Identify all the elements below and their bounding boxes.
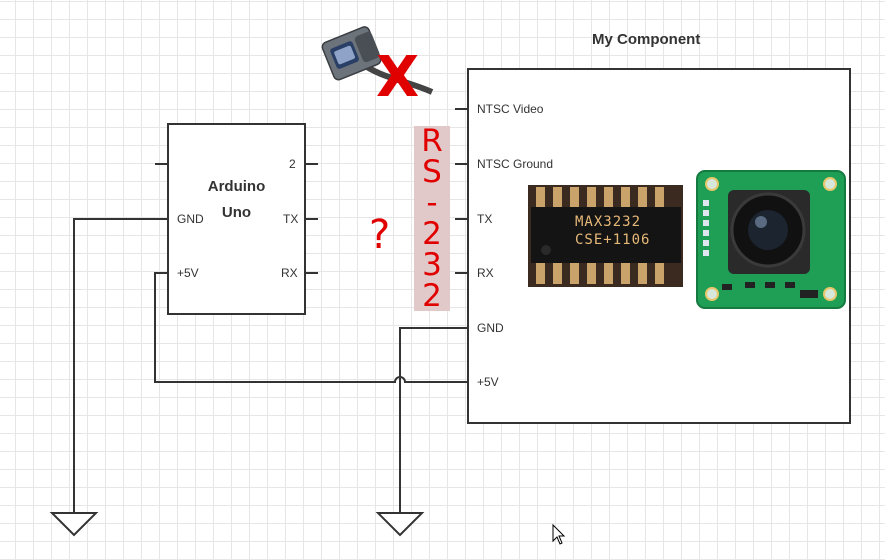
arduino-pin-label-tx: TX [283,212,299,226]
arduino-pin-label-gnd: GND [177,212,204,226]
chip-marking-line2: CSE+1106 [575,232,651,248]
rs232-char: 2 [422,215,442,252]
camera-smd-parts [722,282,818,298]
camera-lens-glare [755,216,767,228]
wire-component-gnd [399,327,468,513]
arduino-name-line2: Uno [221,204,252,221]
question-mark-annotation: ? [369,212,391,258]
arduino-pin-stubs [155,163,318,274]
arduino-name-line1: Arduino [207,178,266,195]
arduino-pin-label-5v: +5V [177,266,199,280]
chip-bottom-pins [536,260,664,284]
mount-hole-br [823,287,837,301]
arduino-box[interactable] [167,123,306,315]
my-component-title: My Component [592,31,701,48]
chip-top-pins [536,187,664,211]
wire-arduino-5v [154,272,468,383]
serial-connector-pins [334,45,355,65]
component-pin-label-ntsc-video: NTSC Video [477,102,544,116]
arduino-pin-label-rx: RX [281,266,298,280]
rs232-char: R [421,123,443,160]
rs232-char: S [422,154,442,191]
rs232-char: 2 [422,277,442,314]
component-pin-label-rx: RX [477,266,494,280]
camera-board-image [696,170,846,309]
rs232-annotation: R S - 2 3 2 [414,126,450,311]
component-pin-label-ntsc-ground: NTSC Ground [477,157,554,171]
component-pin-label-tx: TX [477,212,493,226]
mount-hole-tr [823,177,837,191]
chip-pin1-marker [541,245,551,255]
chip-marking-line1: MAX3232 [575,214,642,230]
mouse-cursor-icon [552,523,566,545]
component-pin-stubs [455,108,468,383]
arduino-pin-label-2: 2 [289,157,296,171]
component-pin-label-5v: +5V [477,375,499,389]
component-pin-label-gnd: GND [477,321,504,335]
chip-body [531,207,681,263]
ground-symbol-left [49,512,99,537]
wires [73,218,468,513]
camera-lens-inner [748,210,788,250]
rs232-char: - [426,185,438,222]
ground-symbol-right [375,512,425,537]
camera-header-pads [703,200,709,256]
serial-connector-hood [354,31,380,63]
x-mark-annotation: X [376,45,420,110]
serial-connector-image [321,26,434,95]
wire-arduino-gnd [73,218,168,513]
rs232-char: 3 [422,246,442,283]
mount-hole-bl [705,287,719,301]
max3232-chip-image [528,185,683,287]
mount-hole-tl [705,177,719,191]
